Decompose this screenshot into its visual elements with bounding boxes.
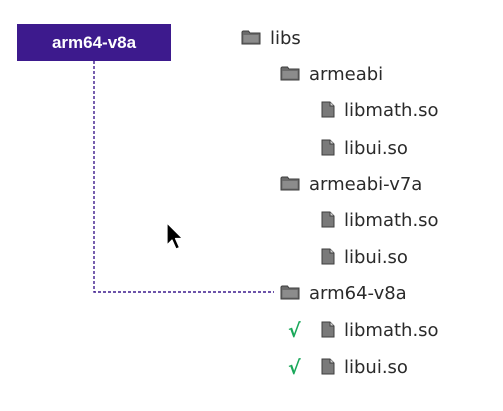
file-icon [321,211,335,232]
file-icon [321,139,335,160]
tree-folder-label: arm64-v8a [309,283,407,304]
tree-file-libui-arm64-v8a[interactable]: libui.so [321,355,408,381]
check-mark-libui: √ [288,357,301,379]
folder-icon [280,175,300,195]
tree-file-libui-armeabi[interactable]: libui.so [321,136,408,162]
tree-file-label: libui.so [344,247,408,268]
tree-root-libs[interactable]: libs [241,26,301,52]
file-icon [321,101,335,122]
file-icon [321,358,335,379]
mouse-pointer-icon [166,222,186,256]
tree-folder-label: armeabi-v7a [309,174,423,195]
tree-folder-armeabi-v7a[interactable]: armeabi-v7a [280,172,422,198]
tree-root-label: libs [270,28,301,49]
tree-file-libui-armeabi-v7a[interactable]: libui.so [321,245,408,271]
tree-file-label: libmath.so [344,100,439,121]
tree-file-libmath-armeabi-v7a[interactable]: libmath.so [321,208,439,234]
tree-file-label: libui.so [344,138,408,159]
tree-file-libmath-armeabi[interactable]: libmath.so [321,98,439,124]
tree-folder-label: armeabi [309,64,384,85]
check-mark-libmath: √ [288,320,301,342]
tree-folder-arm64-v8a[interactable]: arm64-v8a [280,281,407,307]
tree-file-label: libmath.so [344,210,439,231]
file-icon [321,321,335,342]
folder-icon [280,284,300,304]
folder-icon [241,29,261,49]
abi-selection-box: arm64-v8a [17,24,171,61]
file-icon [321,248,335,269]
tree-file-label: libmath.so [344,320,439,341]
tree-file-label: libui.so [344,357,408,378]
abi-selection-label: arm64-v8a [51,32,137,52]
folder-icon [280,65,300,85]
tree-folder-armeabi[interactable]: armeabi [280,62,383,88]
tree-file-libmath-arm64-v8a[interactable]: libmath.so [321,318,439,344]
